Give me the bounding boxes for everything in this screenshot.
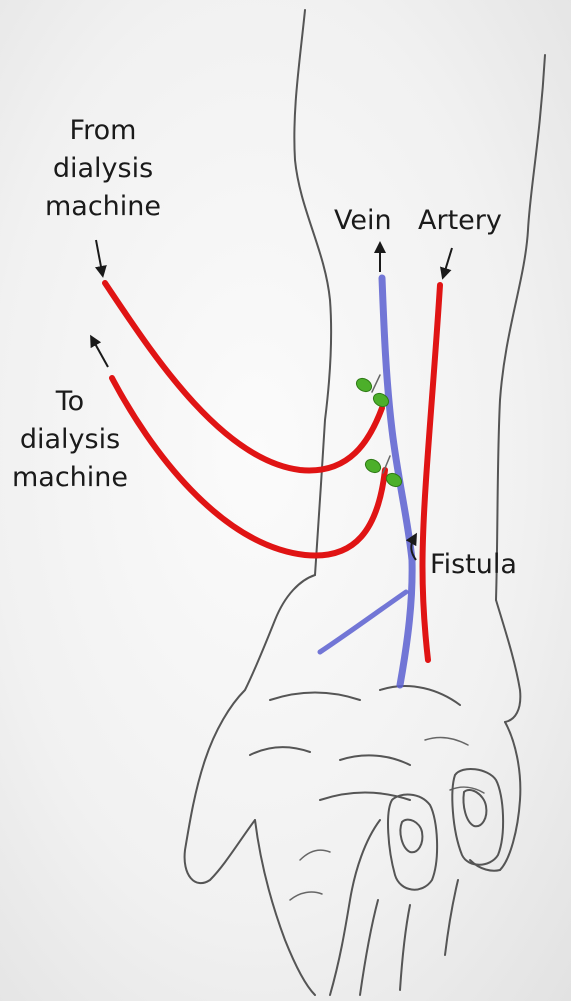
label-from-dialysis-machine: From dialysis machine — [28, 112, 178, 226]
label-vein: Vein — [334, 202, 392, 240]
hand-outline — [185, 575, 521, 995]
label-fistula: Fistula — [430, 546, 517, 584]
tube-to-dialysis-machine — [112, 378, 385, 556]
fingertips — [388, 769, 503, 890]
arrow-artery-flow — [444, 248, 452, 274]
label-to-dialysis-machine: To dialysis machine — [0, 383, 150, 497]
artery — [423, 285, 441, 660]
forearm-outline — [294, 10, 545, 600]
arrow-into-tube — [96, 240, 102, 272]
label-artery: Artery — [418, 202, 502, 240]
arrow-out-of-tube — [93, 340, 108, 367]
